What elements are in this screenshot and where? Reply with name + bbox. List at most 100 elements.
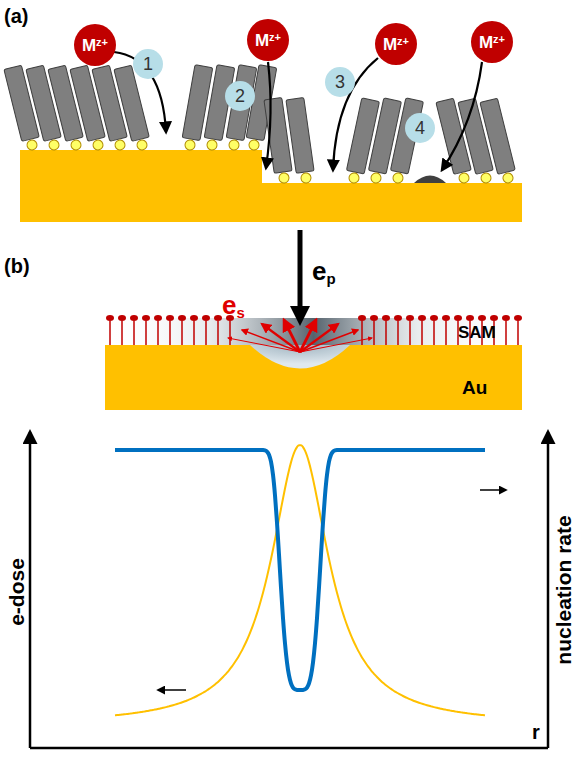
thiol-molecule <box>394 315 402 345</box>
thiol-molecule <box>118 315 126 345</box>
callout-text: 1 <box>143 54 153 75</box>
molecule-chain <box>193 321 195 345</box>
molecule-head <box>214 315 222 321</box>
metal-ion: Mz+ <box>74 24 116 66</box>
molecule-chain <box>517 321 519 345</box>
callout-text: 4 <box>415 118 425 139</box>
molecule-head <box>466 315 474 321</box>
thiol-molecule <box>130 315 138 345</box>
sam-molecules <box>4 65 518 185</box>
molecule-head <box>154 315 162 321</box>
sulfur-head <box>206 139 218 151</box>
ion-symbol: Mz+ <box>82 37 108 54</box>
sulfur-head <box>370 172 382 184</box>
sulfur-head <box>348 172 360 184</box>
ion-path <box>333 58 378 170</box>
thiol-molecule <box>418 315 426 345</box>
sulfur-head <box>278 172 289 183</box>
sulfur-head <box>458 172 470 184</box>
surface-contaminant <box>414 176 446 184</box>
molecule-head <box>418 315 426 321</box>
molecule-chain <box>385 321 387 345</box>
molecule-chain <box>217 321 219 345</box>
thiol-molecule <box>154 315 162 345</box>
sulfur-head <box>480 172 492 184</box>
molecule-head <box>490 315 498 321</box>
molecule-chain <box>421 321 423 345</box>
thiol-molecule <box>106 315 114 345</box>
callout-text: 3 <box>335 72 345 93</box>
molecule-head <box>190 315 198 321</box>
chart-axes <box>30 432 548 748</box>
sulfur-head <box>48 139 60 151</box>
callout-number: 1 <box>133 49 163 79</box>
sulfur-head <box>26 139 38 151</box>
molecule-chain <box>373 321 375 345</box>
sulfur-head <box>136 139 148 151</box>
nucleation-curve <box>115 450 485 690</box>
callout-text: 2 <box>235 86 245 107</box>
molecule-head <box>130 315 138 321</box>
callout-number: 2 <box>225 81 255 111</box>
thiol-molecule <box>430 315 438 345</box>
molecule-chain <box>181 321 183 345</box>
thiol-molecule <box>370 315 378 345</box>
sulfur-head <box>70 139 82 151</box>
molecule-chain <box>157 321 159 345</box>
molecule-chain <box>480 98 515 174</box>
molecule-chain <box>205 321 207 345</box>
molecule-head <box>358 315 366 321</box>
thiol-molecule <box>142 315 150 345</box>
metal-ion: Mz+ <box>247 19 289 61</box>
thiol-molecule <box>514 315 522 345</box>
axis-label: nucleation rate <box>553 515 574 664</box>
molecule-head <box>382 315 390 321</box>
beam-label: es <box>222 292 245 320</box>
molecule-chain <box>121 321 123 345</box>
molecule-chain <box>397 321 399 345</box>
sulfur-head <box>184 139 196 151</box>
molecule-head <box>406 315 414 321</box>
ion-symbol: Mz+ <box>479 34 505 51</box>
molecule-chain <box>433 321 435 345</box>
axis <box>547 432 550 748</box>
molecule-head <box>394 315 402 321</box>
sulfur-head <box>300 172 311 183</box>
axis-label: r <box>532 722 540 742</box>
molecule-chain <box>229 321 231 345</box>
panel-label: (a) <box>4 6 28 26</box>
ion-path <box>442 62 482 170</box>
callout-number: 3 <box>325 67 355 97</box>
thiol-molecule <box>286 98 316 185</box>
sulfur-head <box>392 172 404 184</box>
callout-number: 4 <box>405 113 435 143</box>
axis <box>30 747 548 750</box>
thiol-molecule <box>166 315 174 345</box>
thiol-molecule <box>502 315 510 345</box>
molecule-head <box>370 315 378 321</box>
ion-symbol: Mz+ <box>383 36 409 53</box>
molecule-head <box>454 315 462 321</box>
thiol-molecule <box>214 315 222 345</box>
dose-curve <box>115 445 485 715</box>
thiol-molecule <box>178 315 186 345</box>
molecule-head <box>202 315 210 321</box>
ion-path <box>266 62 271 168</box>
ion-symbol: Mz+ <box>255 32 281 49</box>
ion-paths <box>114 52 482 170</box>
molecule-chain <box>409 321 411 345</box>
molecule-chain <box>286 98 314 174</box>
sulfur-head <box>114 139 126 151</box>
axis-pointer <box>480 489 506 491</box>
sulfur-head <box>502 172 514 184</box>
axis-pointer <box>158 689 186 691</box>
axis <box>29 432 32 748</box>
molecule-head <box>478 315 486 321</box>
molecule-chain <box>169 321 171 345</box>
molecule-head <box>166 315 174 321</box>
gold-substrate <box>105 345 522 410</box>
thiol-molecule <box>442 315 450 345</box>
sulfur-head <box>92 139 104 151</box>
damage-zone <box>250 345 350 369</box>
